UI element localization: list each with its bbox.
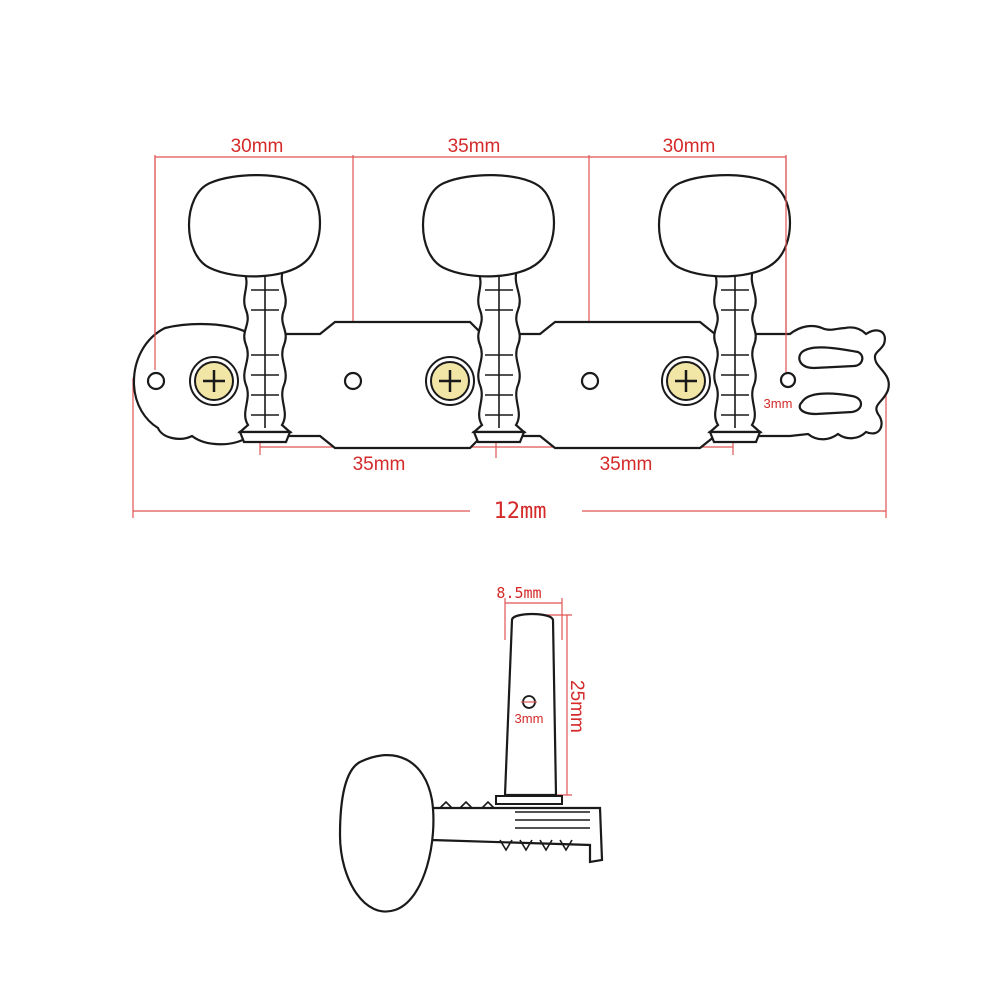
dim-label-overall: 12mm <box>494 499 547 524</box>
dim-label-top-3: 30mm <box>663 136 716 157</box>
mounting-hole-2 <box>343 371 363 391</box>
top-view: 30mm 35mm 30mm 35mm 35mm 12mm 3mm <box>132 136 890 524</box>
dim-label-bottom-2: 35mm <box>600 454 653 475</box>
mounting-hole-1 <box>146 371 166 391</box>
side-view: 8.5mm 25mm 3mm <box>338 584 604 913</box>
end-slot-top <box>798 346 864 370</box>
tuner-peg-2 <box>421 174 556 444</box>
threaded-shaft <box>430 806 604 864</box>
mounting-hole-4 <box>779 371 797 389</box>
roller-length-label: 25mm <box>566 680 587 733</box>
washer <box>495 795 563 805</box>
roller-hole-label: 3mm <box>515 711 544 726</box>
tuner-peg-3 <box>657 174 792 444</box>
shaft-threads <box>439 800 590 852</box>
end-slot-bottom <box>798 392 863 416</box>
dim-label-top-1: 30mm <box>231 136 284 157</box>
knob-3 <box>657 174 792 278</box>
screw-3 <box>661 356 711 406</box>
knob-side <box>338 753 435 913</box>
screw-1 <box>189 356 239 406</box>
roller-width-label: 8.5mm <box>496 584 541 602</box>
mounting-hole-3 <box>580 371 600 391</box>
dim-label-top-2: 35mm <box>448 136 501 157</box>
dim-label-bottom-1: 35mm <box>353 454 406 475</box>
knob-1 <box>187 174 322 278</box>
hole-label-top-view: 3mm <box>764 396 793 411</box>
knob-2 <box>421 174 556 278</box>
screw-2 <box>425 356 475 406</box>
tuner-peg-1 <box>187 174 322 444</box>
